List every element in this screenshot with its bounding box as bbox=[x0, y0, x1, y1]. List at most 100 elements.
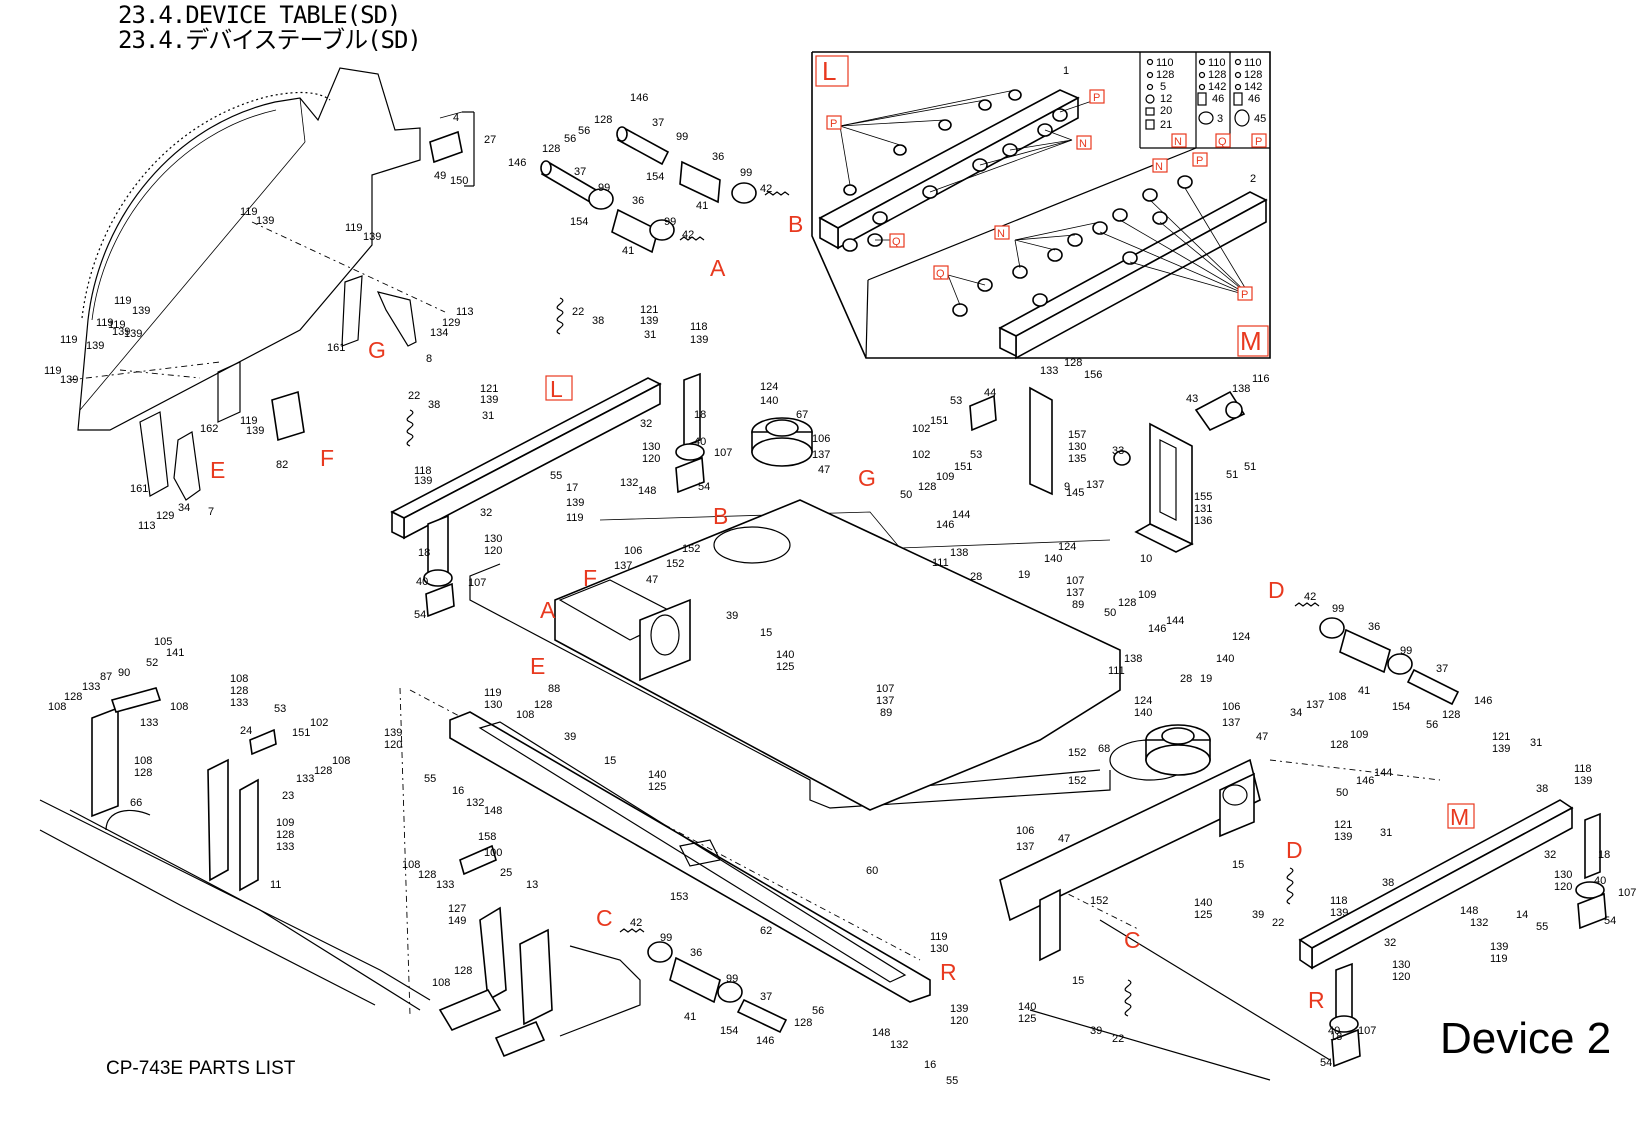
part-number: 55 bbox=[550, 470, 562, 482]
part-number: 36 bbox=[632, 195, 644, 207]
part-number: 139 bbox=[950, 1003, 968, 1015]
part-number: 110 bbox=[1208, 57, 1226, 69]
part-number: 39 bbox=[1090, 1025, 1102, 1037]
part-number: 137 bbox=[1066, 587, 1084, 599]
ref-label-b: B bbox=[788, 211, 803, 237]
part-number: 153 bbox=[670, 891, 688, 903]
part-number: 108 bbox=[516, 709, 534, 721]
part-number: 133 bbox=[230, 697, 248, 709]
part-number: 152 bbox=[1068, 775, 1086, 787]
part-number: 39 bbox=[1252, 909, 1264, 921]
ref-label-r2: R bbox=[1308, 987, 1325, 1013]
part-number: 162 bbox=[200, 423, 218, 435]
part-number: 139 bbox=[1330, 907, 1348, 919]
part-number: 133 bbox=[82, 681, 100, 693]
part-number: 146 bbox=[936, 519, 954, 531]
part-number: 120 bbox=[950, 1015, 968, 1027]
part-number: 161 bbox=[327, 342, 345, 354]
part-number: 148 bbox=[872, 1027, 890, 1039]
part-number: 130 bbox=[1068, 441, 1086, 453]
part-number: 107 bbox=[1358, 1025, 1376, 1037]
part-number: 128 bbox=[1208, 69, 1226, 81]
part-number: 148 bbox=[1460, 905, 1478, 917]
part-number: 107 bbox=[714, 447, 732, 459]
part-number: 108 bbox=[432, 977, 450, 989]
part-number: 19 bbox=[1018, 569, 1030, 581]
part-number: 88 bbox=[548, 683, 560, 695]
part-number: 133 bbox=[296, 773, 314, 785]
part-number: 42 bbox=[760, 183, 772, 195]
part-number: 111 bbox=[1108, 665, 1125, 677]
part-number: 107 bbox=[1066, 575, 1084, 587]
ref-label-g: G bbox=[368, 337, 386, 363]
part-number: 120 bbox=[1554, 881, 1572, 893]
part-number: 42 bbox=[1304, 591, 1316, 603]
part-number: 55 bbox=[424, 773, 436, 785]
detail-frame-l-m: L M P P N Q N P N Q P 1 2 110 128 5 12 2… bbox=[811, 51, 1271, 360]
part-number: Q bbox=[1218, 136, 1227, 148]
part-number: 33 bbox=[1112, 445, 1124, 457]
part-number: 119 bbox=[484, 687, 502, 699]
part-number: 138 bbox=[1124, 653, 1142, 665]
part-number: 119 bbox=[345, 222, 363, 234]
part-number: 7 bbox=[208, 506, 214, 518]
part-number: 128 bbox=[230, 685, 248, 697]
part-number: 99 bbox=[660, 932, 672, 944]
part-number: 137 bbox=[1306, 699, 1324, 711]
part-number: 106 bbox=[812, 433, 830, 445]
part-number: 139 bbox=[256, 215, 274, 227]
part-number: 128 bbox=[1118, 597, 1136, 609]
part-number: 22 bbox=[408, 390, 420, 402]
part-number: 106 bbox=[1016, 825, 1034, 837]
part-number: 106 bbox=[624, 545, 642, 557]
part-number: 155 bbox=[1194, 491, 1212, 503]
part-number: 124 bbox=[1134, 695, 1152, 707]
part-number: 55 bbox=[946, 1075, 958, 1087]
part-number: 119 bbox=[60, 334, 78, 346]
part-number: 38 bbox=[1382, 877, 1394, 889]
spring-parts bbox=[406, 297, 1294, 1017]
ref-label-l: L bbox=[550, 376, 563, 402]
part-number: 17 bbox=[566, 482, 578, 494]
part-number: 62 bbox=[760, 925, 772, 937]
part-number: 36 bbox=[690, 947, 702, 959]
part-number: 52 bbox=[146, 657, 158, 669]
part-number: 11 bbox=[270, 879, 281, 891]
part-number: 89 bbox=[1072, 599, 1084, 611]
part-number: 14 bbox=[1516, 909, 1528, 921]
detail-label-l: L bbox=[822, 56, 836, 86]
part-number: 121 bbox=[640, 304, 658, 316]
part-number: 127 bbox=[448, 903, 466, 915]
part-number: 53 bbox=[950, 395, 962, 407]
part-number: 23 bbox=[282, 790, 294, 802]
part-number: 47 bbox=[1256, 731, 1268, 743]
ref-label-a: A bbox=[710, 255, 726, 281]
part-number: 119 bbox=[1490, 953, 1508, 965]
part-number: 32 bbox=[1544, 849, 1556, 861]
part-number: 15 bbox=[1232, 859, 1244, 871]
part-number: 140 bbox=[1018, 1001, 1036, 1013]
part-number: 116 bbox=[1252, 373, 1270, 385]
part-number: 128 bbox=[454, 965, 472, 977]
part-number: 56 bbox=[1426, 719, 1438, 731]
part-number: 87 bbox=[100, 671, 112, 683]
part-number: 121 bbox=[480, 383, 498, 395]
ref-label-e2: E bbox=[530, 653, 545, 679]
part-number: 124 bbox=[1232, 631, 1250, 643]
part-number: 47 bbox=[646, 574, 658, 586]
part-number: 136 bbox=[1194, 515, 1212, 527]
part-number: 53 bbox=[274, 703, 286, 715]
part-number: 130 bbox=[484, 699, 502, 711]
svg-text:N: N bbox=[1155, 161, 1163, 173]
part-number: 18 bbox=[694, 409, 706, 421]
part-number: 139 bbox=[690, 334, 708, 346]
part-number: 105 bbox=[154, 636, 172, 648]
part-number: 139 bbox=[640, 315, 658, 327]
part-number: 154 bbox=[646, 171, 664, 183]
part-number: 144 bbox=[952, 509, 970, 521]
part-number: 128 bbox=[794, 1017, 812, 1029]
part-number: 40 bbox=[1328, 1025, 1340, 1037]
sensor-stand bbox=[969, 386, 1246, 553]
part-number: 139 bbox=[1490, 941, 1508, 953]
part-number: 60 bbox=[866, 865, 878, 877]
